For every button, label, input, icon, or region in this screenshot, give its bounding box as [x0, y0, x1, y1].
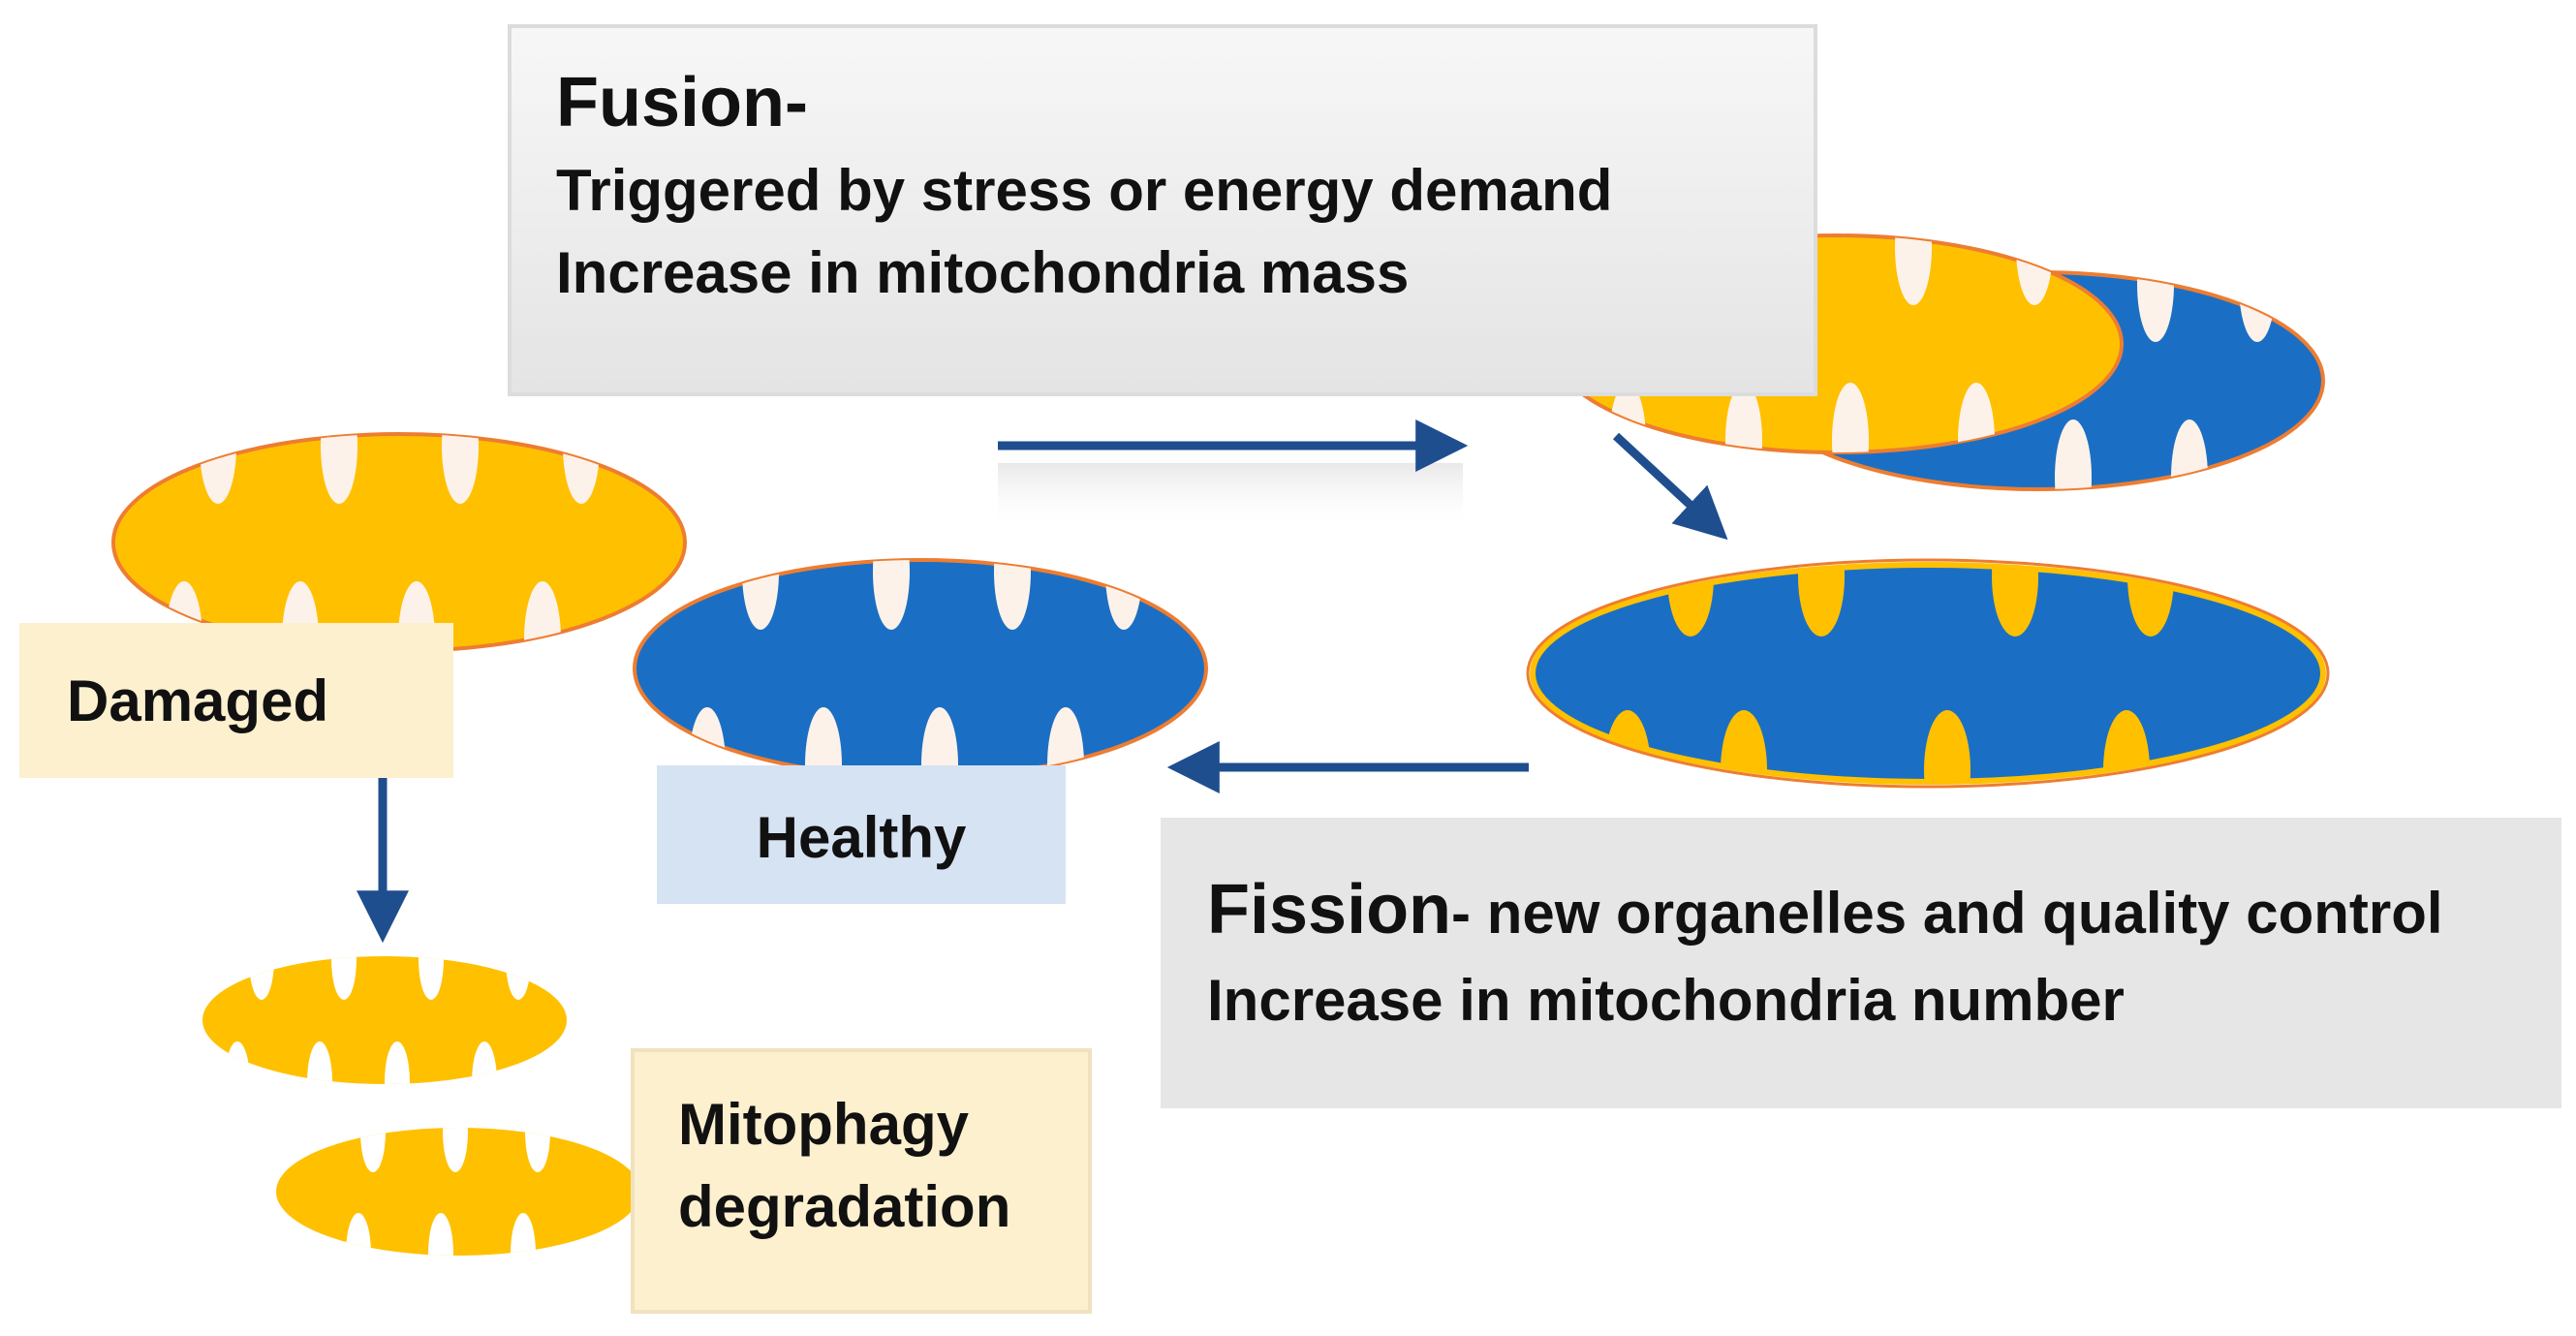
healthy-label-box: Healthy [657, 765, 1066, 904]
fusion-description-box: Fusion- Triggered by stress or energy de… [508, 24, 1817, 396]
mitophagy-label-line2: degradation [678, 1174, 1011, 1240]
fusion-line-mass: Increase in mitochondria mass [556, 240, 1410, 306]
mitophagy-fragment-upper [202, 956, 567, 1084]
fused-to-elongated-arrow [1612, 432, 1728, 541]
fission-heading-line: Fission- new organelles and quality cont… [1207, 860, 2561, 959]
mitophagy-label-box: Mitophagy degradation [631, 1048, 1092, 1314]
damaged-label-box: Damaged [19, 623, 453, 778]
mitophagy-label-line1: Mitophagy [678, 1092, 969, 1157]
fission-title-suffix: - new organelles and quality control [1451, 881, 2443, 946]
damaged-label: Damaged [67, 668, 329, 733]
fusion-arrow-shadow [998, 463, 1463, 531]
fusion-title: Fusion- [556, 64, 808, 141]
fission-line-number: Increase in mitochondria number [1207, 968, 2125, 1034]
fission-description-box: Fission- new organelles and quality cont… [1161, 818, 2561, 1108]
elongated-mitochondrion [1526, 558, 2330, 789]
healthy-label: Healthy [756, 805, 967, 870]
fusion-line-trigger: Triggered by stress or energy demand [556, 158, 1613, 224]
fission-title: Fission [1207, 871, 1452, 948]
mitophagy-fragment-lower [276, 1128, 640, 1256]
